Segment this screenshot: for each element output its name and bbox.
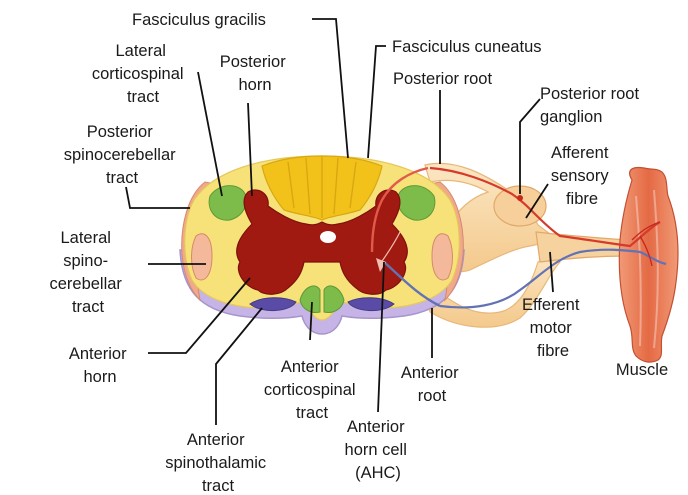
leader-posterior-spinocerebellar [126, 187, 190, 208]
leader-fasciculus-cuneatus [368, 46, 386, 158]
label-posterior-horn: Posterior horn [220, 53, 291, 94]
muscle-illustration [619, 168, 678, 363]
label-anterior-spinothalamic: Anterior spinothalamic tract [165, 431, 270, 495]
label-afferent-sensory-fibre: Afferent sensory fibre [551, 144, 613, 208]
label-anterior-horn: Anterior horn [69, 345, 131, 386]
leader-lateral-corticospinal [198, 72, 222, 196]
ganglion-cell [517, 195, 523, 201]
spinal-cord-cross-section [180, 156, 464, 334]
label-anterior-horn-cell: Anterior horn cell (AHC) [345, 418, 412, 482]
label-fasciculus-gracilis: Fasciculus gracilis [132, 11, 266, 29]
label-posterior-spinocerebellar: Posterior spinocerebellar tract [64, 123, 181, 187]
leader-anterior-spinothalamic [216, 308, 262, 425]
label-muscle: Muscle [616, 361, 668, 379]
label-anterior-root: Anterior root [401, 364, 463, 405]
leader-fasciculus-gracilis [312, 19, 348, 158]
leader-posterior-root-ganglion [520, 99, 540, 194]
label-posterior-root-ganglion: Posterior root ganglion [540, 85, 644, 126]
label-posterior-root: Posterior root [393, 70, 492, 88]
label-lateral-spinocerebellar: Lateral spino- cerebellar tract [49, 229, 126, 316]
label-anterior-corticospinal: Anterior corticospinal tract [264, 358, 360, 422]
label-lateral-corticospinal: Lateral corticospinal tract [92, 42, 188, 106]
label-efferent-motor-fibre: Efferent motor fibre [522, 296, 584, 360]
label-fasciculus-cuneatus: Fasciculus cuneatus [392, 38, 542, 56]
central-canal [320, 231, 336, 243]
